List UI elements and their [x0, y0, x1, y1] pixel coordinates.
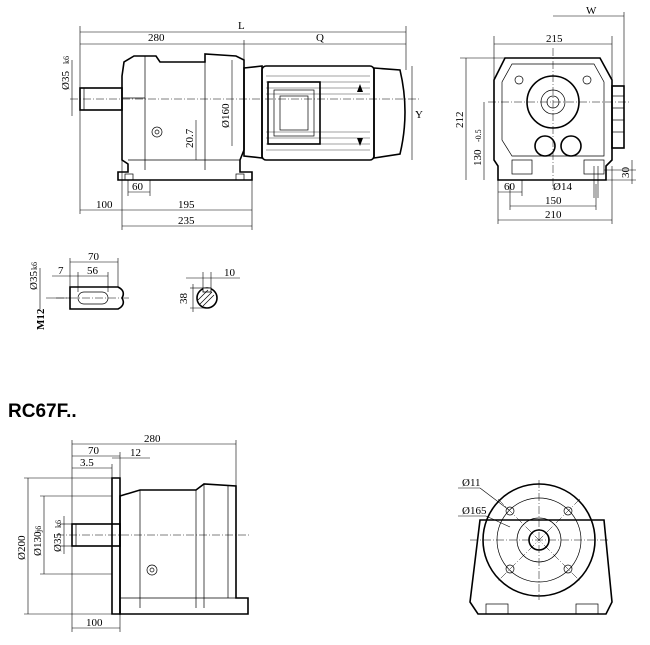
dim-shaft-dia-detail: Ø35 [28, 271, 40, 290]
bolt-hole-1 [505, 506, 515, 516]
top-side-view: L 280 Q Ø35 k6 Ø160 20.7 Y 60 100 195 23… [60, 20, 423, 230]
dim-130-bottom: Ø130 [32, 531, 44, 556]
dim-165: Ø165 [462, 505, 487, 517]
flange-housing-outline [469, 519, 613, 615]
model-title: RC67F.. [8, 401, 77, 422]
dim-100-bottom: 100 [86, 617, 103, 629]
svg-text:k6: k6 [30, 262, 39, 270]
motor-fan-cover [373, 67, 406, 159]
dim-210: 210 [545, 209, 562, 221]
dim-60: 60 [132, 181, 144, 193]
svg-text:k6: k6 [62, 56, 71, 64]
shaft-detail: 70 7 56 Ø35 k6 M12 [28, 251, 130, 330]
drain-plug [151, 126, 163, 138]
terminal-box-side [611, 85, 625, 149]
bolt-hole-4 [563, 564, 573, 574]
dim-35-bottom: Ø35 [52, 533, 64, 552]
top-end-view: W 215 212 130 -0.5 60 Ø14 30 150 210 [454, 5, 636, 224]
key-slot [202, 287, 212, 293]
gear-housing [117, 53, 253, 181]
dim-160: Ø160 [220, 103, 232, 128]
dim-7: 7 [58, 265, 64, 277]
dim-Y: Y [415, 109, 423, 121]
dim-L: L [238, 20, 245, 32]
dim-20-7: 20.7 [184, 128, 196, 148]
gear-housing-bottom [119, 483, 249, 615]
dim-70-bottom: 70 [88, 445, 100, 457]
thread-M12: M12 [35, 308, 47, 330]
dim-W: W [586, 5, 597, 17]
dim-3-5: 3.5 [80, 457, 94, 469]
dim-30: 30 [620, 167, 632, 179]
dim-150: 150 [545, 195, 562, 207]
key-section: 10 38 [178, 267, 240, 312]
lower-boss-right [560, 135, 582, 157]
dim-280-bottom: 280 [144, 433, 161, 445]
bottom-side-view: 280 70 3.5 12 Ø200 Ø130 j6 Ø35 k6 100 [16, 433, 250, 632]
dim-200: Ø200 [16, 535, 28, 560]
dim-130: 130 [472, 149, 484, 166]
dim-shaft-dia: Ø35 [60, 71, 72, 90]
bottom-flange-view: Ø11 Ø165 [458, 477, 613, 615]
dim-280: 280 [148, 32, 165, 44]
bolt-hole-2 [563, 506, 573, 516]
drain-plug-bottom [146, 564, 158, 576]
dim-235: 235 [178, 215, 195, 227]
terminal-box [267, 81, 321, 145]
dim-70: 70 [88, 251, 100, 263]
lifting-arrow-up-icon [357, 84, 363, 92]
lifting-arrow-down-icon [357, 138, 363, 146]
svg-text:j6: j6 [34, 526, 43, 533]
dim-38: 38 [178, 293, 190, 305]
svg-text:-0.5: -0.5 [474, 129, 483, 142]
dim-215: 215 [546, 33, 563, 45]
dim-Q: Q [316, 32, 324, 44]
dim-10: 10 [224, 267, 236, 279]
dim-195: 195 [178, 199, 195, 211]
dim-212: 212 [454, 112, 466, 129]
dim-12: 12 [130, 447, 141, 459]
bolt-hole-3 [505, 564, 515, 574]
dim-56: 56 [87, 265, 99, 277]
lower-boss-left [534, 135, 556, 157]
dim-14: Ø14 [553, 181, 572, 193]
motor-adapter [243, 65, 263, 159]
dim-100: 100 [96, 199, 113, 211]
motor-body [261, 65, 375, 161]
dim-11: Ø11 [462, 477, 481, 489]
svg-text:k6: k6 [54, 520, 63, 528]
